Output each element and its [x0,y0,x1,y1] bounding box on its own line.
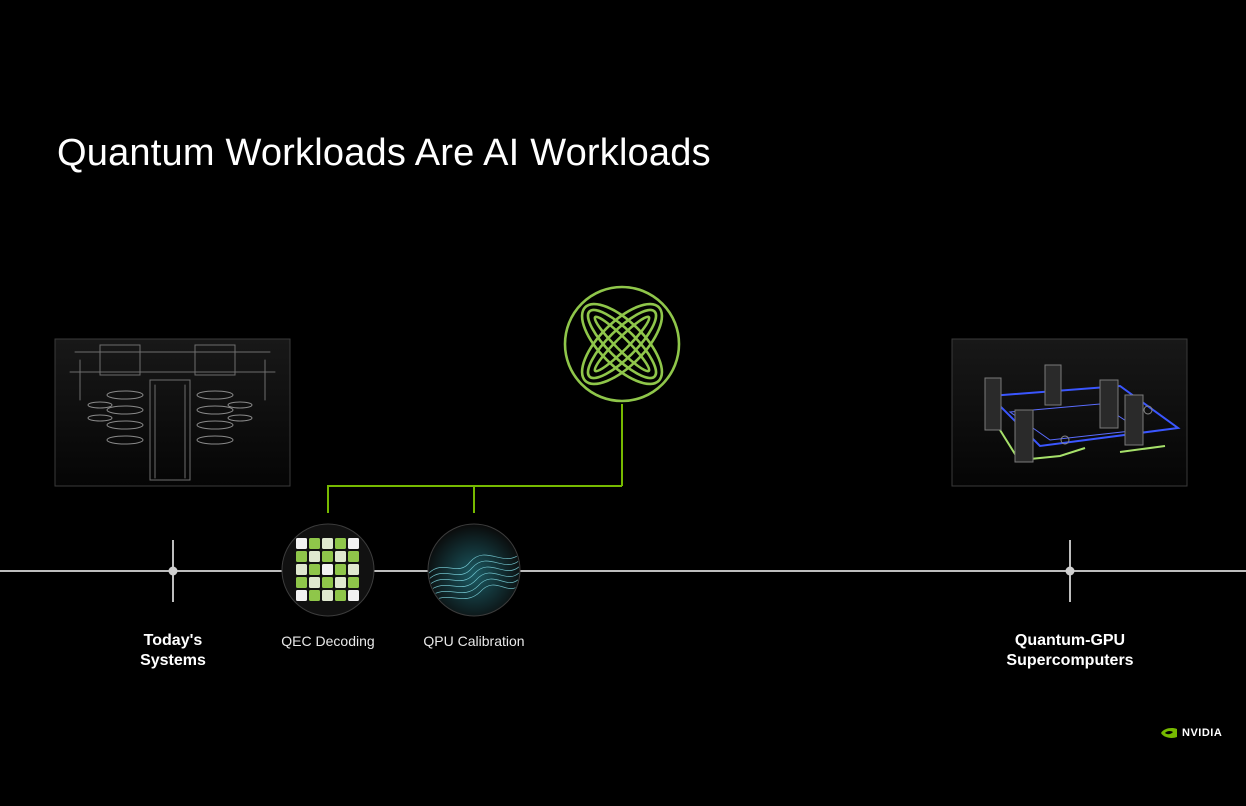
todays-systems-image [54,338,291,487]
label-quantum-gpu-line2: Supercomputers [1006,652,1134,669]
slide-title: Quantum Workloads Are AI Workloads [57,132,711,174]
label-todays-systems: Today's Systems [123,631,223,671]
label-qec-decoding: QEC Decoding [281,633,375,649]
nvidia-eye-icon [1161,728,1177,738]
connector-lines [327,404,623,513]
qpu-calibration-icon [427,523,521,617]
quantum-gpu-image [951,338,1188,487]
quantum-orbit-icon [563,285,681,403]
qec-decoding-icon [281,523,375,617]
label-qpu-calibration: QPU Calibration [423,633,525,649]
nvidia-logo: NVIDIA [1160,727,1222,739]
label-quantum-gpu-supercomputers: Quantum-GPU Supercomputers [990,631,1150,671]
label-todays-systems-line1: Today's [143,632,203,649]
label-quantum-gpu-line1: Quantum-GPU [1014,632,1126,649]
nvidia-logo-text: NVIDIA [1182,727,1223,739]
timeline-tick-quantum-gpu [1065,540,1075,602]
label-todays-systems-line2: Systems [140,652,206,669]
timeline-tick-todays-systems [168,540,178,602]
